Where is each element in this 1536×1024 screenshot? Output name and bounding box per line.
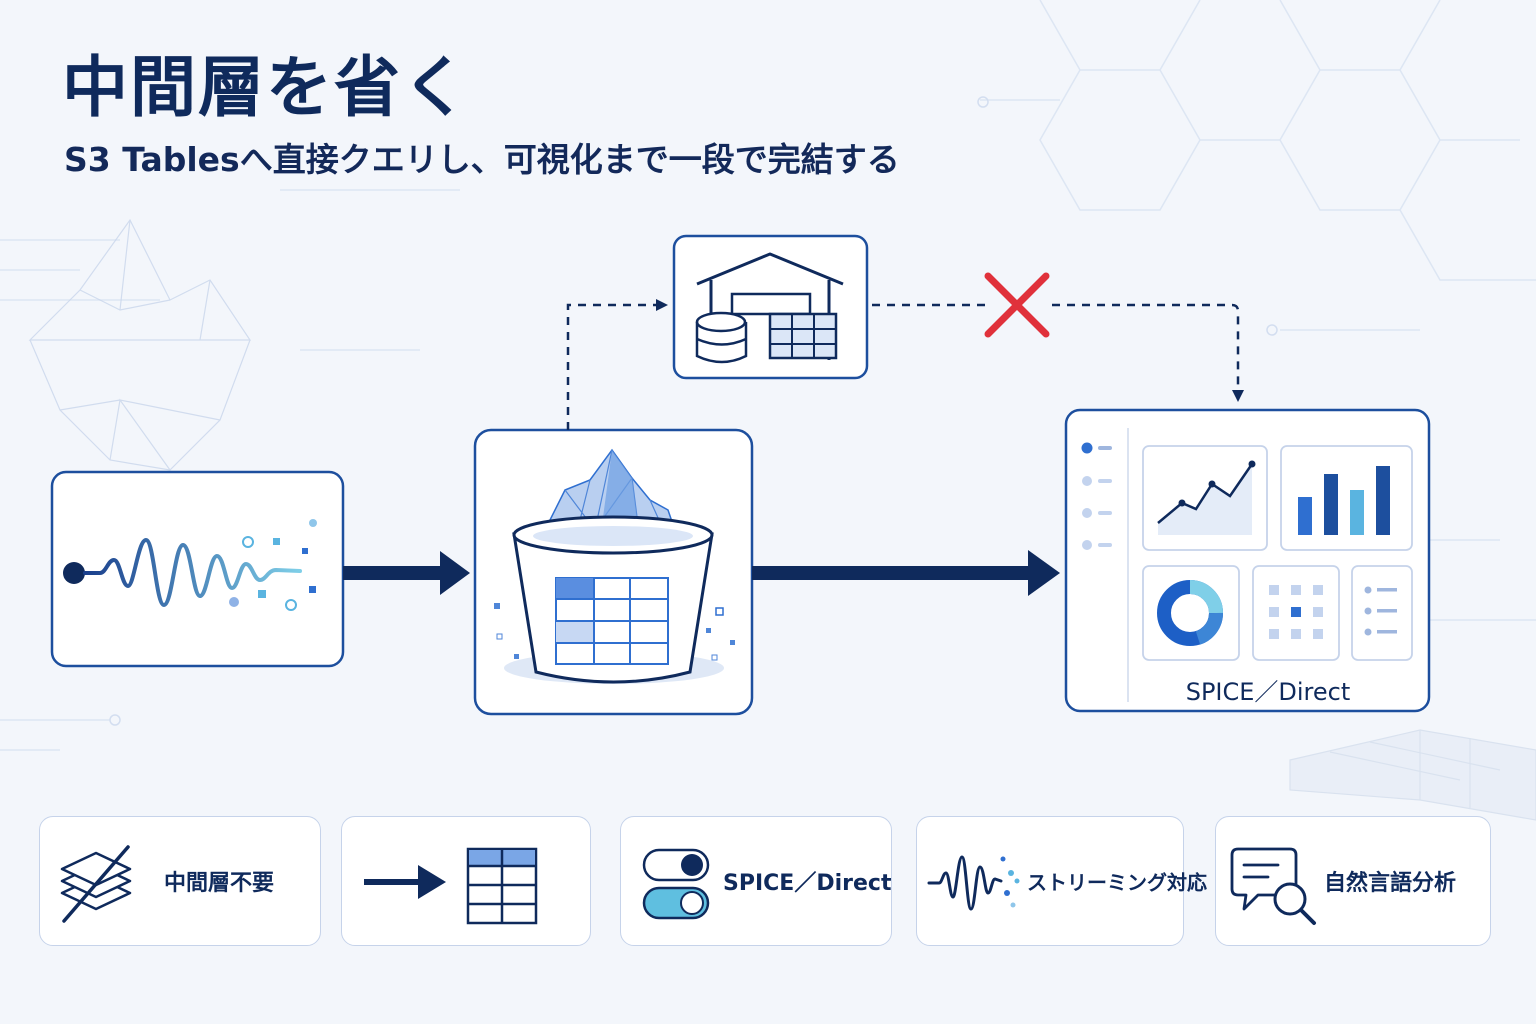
dashed-path-to-warehouse [566,299,668,430]
feature-card-no-middle-layer: 中間層不要 [39,816,321,946]
blocked-x-icon [984,272,1050,338]
donut-chart-icon [1142,565,1240,661]
feature-label-streaming: ストリーミング対応 [1027,870,1207,895]
dashed-path-to-dashboard [872,303,1244,402]
list-icon [1351,565,1413,661]
table-icon [555,577,669,665]
dashboard-sidebar [1081,442,1112,550]
grid-tiles-icon [1252,565,1340,661]
arrow-source-to-bucket [343,551,470,595]
arrow-bucket-to-dashboard [752,550,1060,596]
bar-chart-icon [1280,445,1413,551]
feature-label-no-middle-layer: 中間層不要 [164,871,275,896]
database-icon [695,311,748,364]
streaming-wave-icon [63,519,317,611]
page-subtitle: S3 Tablesへ直接クエリし、可視化まで一段で完結する [64,140,900,179]
feature-label-natural-language: 自然言語分析 [1324,871,1457,896]
chat-search-icon [1230,847,1316,925]
toggle-icon [642,848,710,920]
data-particles [494,603,735,661]
streaming-source-box [50,470,345,668]
feature-card-direct-to-table [341,816,591,946]
feature-card-natural-language: 自然言語分析 [1215,816,1491,946]
streaming-wave-icon-small [927,855,1020,911]
dashboard-box [1064,408,1431,713]
page-title: 中間層を省く [62,49,470,126]
warehouse-box [672,234,869,380]
warehouse-table-icon [768,312,838,360]
line-chart-icon [1142,445,1268,551]
arrow-to-table-icon [364,847,538,925]
feature-card-spice-direct: SPICE／Direct [620,816,892,946]
feature-card-streaming: ストリーミング対応 [916,816,1207,946]
dashboard-mode-label: SPICE／Direct [1185,678,1351,706]
s3-tables-bucket-box [473,428,754,716]
feature-label-spice-direct: SPICE／Direct [723,871,892,896]
layers-slash-icon [60,845,132,923]
